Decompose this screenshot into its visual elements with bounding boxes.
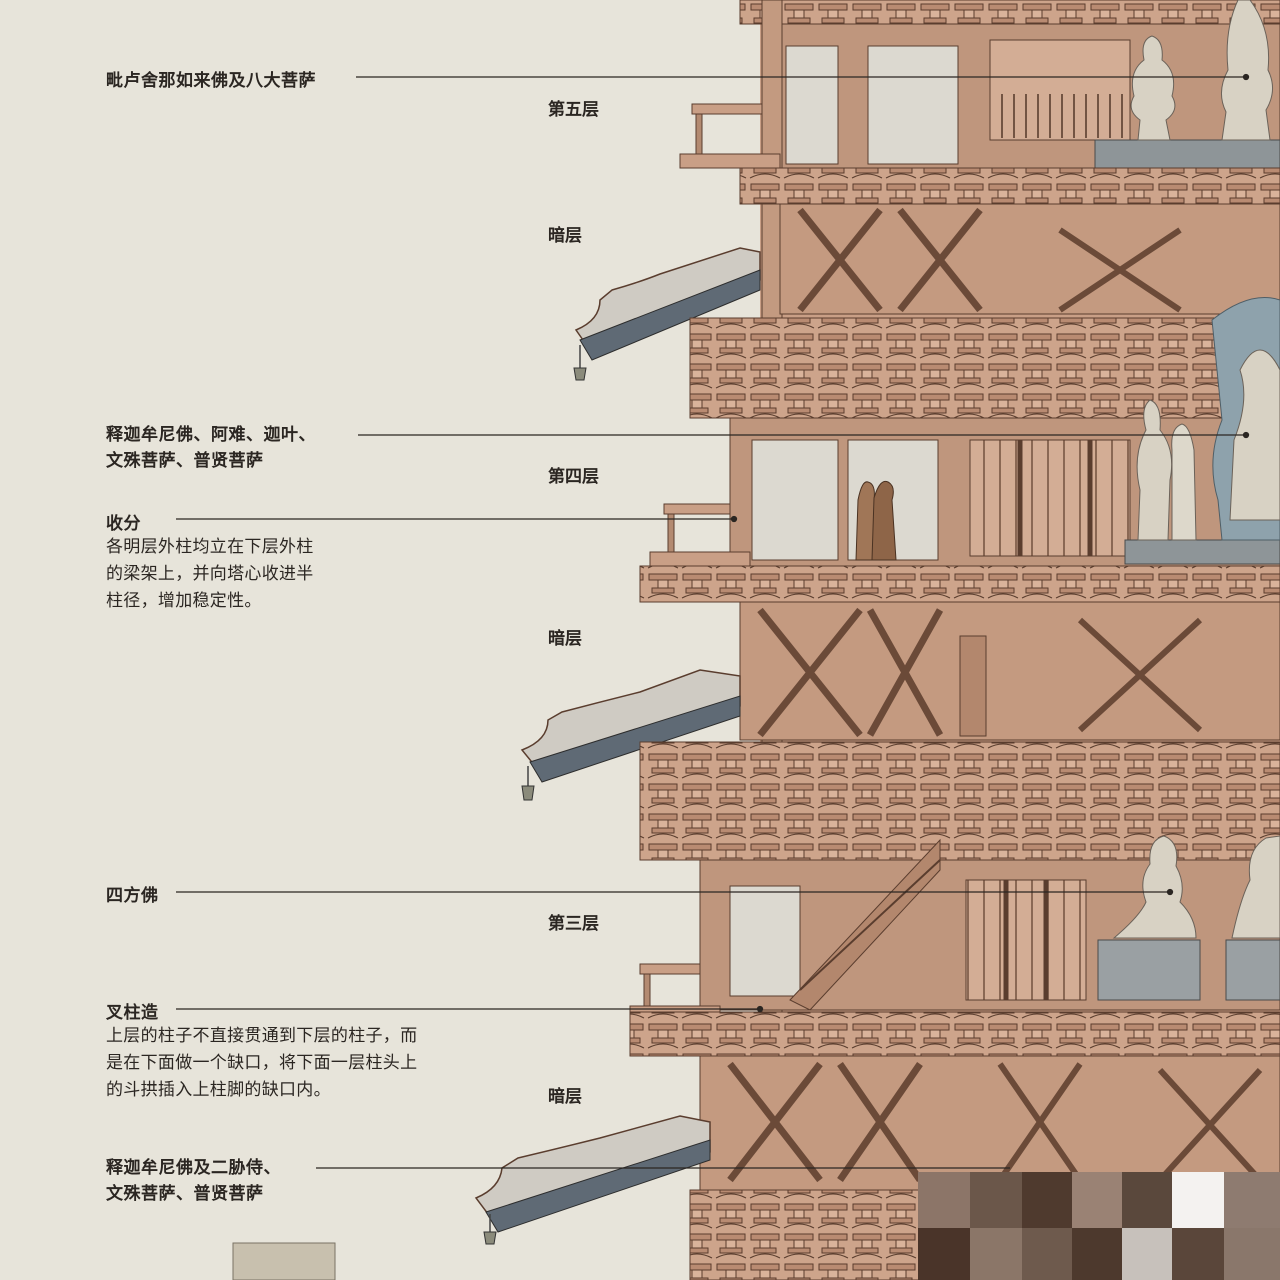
chazhuzao-desc-line2: 是在下面做一个缺口，将下面一层柱头上 — [106, 1053, 418, 1073]
legend-swatch — [232, 1242, 336, 1280]
floor-label-fifth: 第五层 — [548, 100, 599, 120]
leader-lines — [176, 73, 1250, 1169]
label-shoufen-title: 收分 — [106, 514, 141, 534]
label-shakyamuni-two-line2: 文殊菩萨、普贤菩萨 — [106, 1184, 264, 1204]
label-shakyamuni-attendants: 释迦牟尼佛及二胁侍、 文殊菩萨、普贤菩萨 — [106, 1155, 281, 1207]
chazhuzao-desc-line1: 上层的柱子不直接贯通到下层的柱子，而 — [106, 1026, 418, 1046]
pixelated-watermark — [918, 1172, 1280, 1280]
shoufen-desc-line2: 的梁架上，并向塔心收进半 — [106, 564, 314, 584]
shoufen-desc-line1: 各明层外柱均立在下层外柱 — [106, 537, 314, 557]
label-shakyamuni-disciples: 释迦牟尼佛、阿难、迦叶、 文殊菩萨、普贤菩萨 — [106, 422, 316, 474]
chazhuzao-description: 上层的柱子不直接贯通到下层的柱子，而 是在下面做一个缺口，将下面一层柱头上 的斗… — [106, 1023, 486, 1104]
label-vairocana: 毗卢舍那如来佛及八大菩萨 — [106, 71, 316, 91]
label-shakyamuni-two-line1: 释迦牟尼佛及二胁侍、 — [106, 1158, 281, 1178]
label-shakyamuni-line2: 文殊菩萨、普贤菩萨 — [106, 451, 264, 471]
floor-label-dark-1: 暗层 — [548, 226, 582, 246]
floor-label-third: 第三层 — [548, 914, 599, 934]
label-shakyamuni-line1: 释迦牟尼佛、阿难、迦叶、 — [106, 425, 316, 445]
floor-label-dark-3: 暗层 — [548, 1087, 582, 1107]
label-chazhuzao-title: 叉柱造 — [106, 1003, 159, 1023]
floor-label-dark-2: 暗层 — [548, 629, 582, 649]
shoufen-description: 各明层外柱均立在下层外柱 的梁架上，并向塔心收进半 柱径，增加稳定性。 — [106, 534, 466, 615]
shoufen-desc-line3: 柱径，增加稳定性。 — [106, 591, 262, 611]
floor-label-fourth: 第四层 — [548, 467, 599, 487]
label-four-buddhas: 四方佛 — [106, 886, 159, 906]
chazhuzao-desc-line3: 的斗拱插入上柱脚的缺口内。 — [106, 1080, 331, 1100]
